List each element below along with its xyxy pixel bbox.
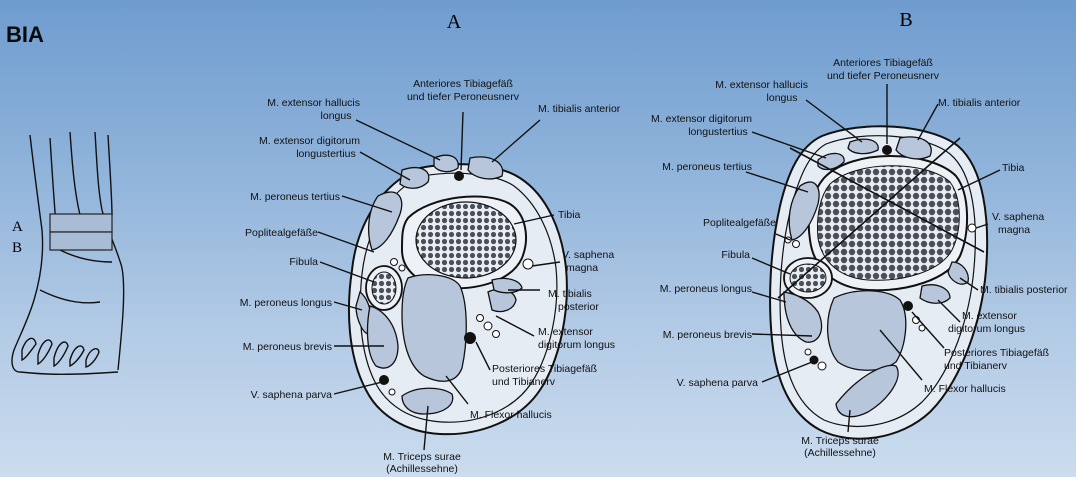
cross-section-a <box>349 155 567 434</box>
b-label-anterior-vessels-2: und tiefer Peroneusnerv <box>827 70 940 82</box>
b-label-saphena-magna-2: magna <box>998 224 1030 236</box>
a-label-ext-digitorum-longus-2: digitorum longus <box>538 339 615 351</box>
b-label-ext-hallucis-2: longus <box>767 92 798 104</box>
b-label-posterior-vessels-1: Posteriores Tibiagefäß <box>944 347 1049 359</box>
a-label-tibialis-posterior-2: posterior <box>558 301 599 313</box>
a-label-ext-digitorum-2: longustertius <box>296 148 356 160</box>
b-label-ext-digitorum-1: M. extensor digitorum <box>651 113 752 125</box>
b-label-ext-digitorum-2: longustertius <box>688 126 748 138</box>
leg-sketch: A B <box>12 132 124 374</box>
b-label-fibula: Fibula <box>721 249 750 261</box>
panel-a-title: A <box>447 11 462 33</box>
a-label-ext-digitorum-1: M. extensor digitorum <box>259 135 360 147</box>
a-label-ext-hallucis-2: longus <box>321 110 352 122</box>
a-label-peroneus-brevis: M. peroneus brevis <box>243 341 332 353</box>
level-b-band <box>50 232 112 250</box>
a-label-tibialis-posterior-1: M. tibialis <box>548 288 592 300</box>
b-label-saphena-parva: V. saphena parva <box>677 377 759 389</box>
a-label-triceps-1: M. Triceps surae <box>383 451 461 463</box>
b-label-tibialis-posterior: M. tibialis posterior <box>980 284 1068 296</box>
a-label-anterior-vessels-1: Anteriores Tibiagefäß <box>413 78 513 90</box>
b-label-peroneus-longus: M. peroneus longus <box>660 283 752 295</box>
a-label-peroneus-tertius: M. peroneus tertius <box>250 191 340 203</box>
b-label-tibialis-anterior: M. tibialis anterior <box>938 97 1021 109</box>
b-label-peroneus-brevis: M. peroneus brevis <box>663 329 752 341</box>
a-label-posterior-vessels-1: Posteriores Tibiagefäß <box>492 363 597 375</box>
b-label-flexor-hallucis: M. Flexor hallucis <box>924 383 1006 395</box>
b-label-saphena-magna-1: V. saphena <box>992 211 1044 223</box>
a-label-saphena-magna-1: V. saphena <box>562 249 614 261</box>
panel-b-title: B <box>899 9 912 31</box>
a-label-flexor-hallucis: M. Flexor hallucis <box>470 409 552 421</box>
a-label-peroneus-longus: M. peroneus longus <box>240 297 332 309</box>
a-label-anterior-vessels-2: und tiefer Peroneusnerv <box>407 91 520 103</box>
b-label-triceps-2: (Achillessehne) <box>804 447 876 459</box>
b-label-posterior-vessels-2: und Tibianerv <box>944 360 1008 372</box>
a-label-tibialis-anterior: M. tibialis anterior <box>538 103 621 115</box>
b-label-ext-digitorum-longus-2: digitorum longus <box>948 323 1025 335</box>
b-label-triceps-1: M. Triceps surae <box>801 435 879 447</box>
a-label-fibula: Fibula <box>289 256 318 268</box>
a-label-posterior-vessels-2: und Tibianerv <box>492 376 556 388</box>
a-label-tibia: Tibia <box>558 209 581 221</box>
b-label-anterior-vessels-1: Anteriores Tibiagefäß <box>833 57 933 69</box>
a-label-popliteal: Poplitealgefäße <box>245 227 318 239</box>
b-label-popliteal: Poplitealgefäße <box>703 217 776 229</box>
leg-level-a-label: A <box>12 219 23 235</box>
a-label-saphena-parva: V. saphena parva <box>251 389 333 401</box>
a-label-ext-hallucis-1: M. extensor hallucis <box>267 97 360 109</box>
b-label-ext-hallucis-1: M. extensor hallucis <box>715 79 808 91</box>
b-label-ext-digitorum-longus-1: M. extensor <box>962 310 1017 322</box>
level-a-band <box>50 214 112 232</box>
b-label-peroneus-tertius: M. peroneus tertius <box>662 161 752 173</box>
a-label-triceps-2: (Achillessehne) <box>386 463 458 475</box>
a-label-ext-digitorum-longus-1: M. extensor <box>538 326 593 338</box>
a-label-saphena-magna-2: magna <box>566 262 598 274</box>
b-label-tibia: Tibia <box>1002 162 1025 174</box>
leg-level-b-label: B <box>12 240 22 256</box>
